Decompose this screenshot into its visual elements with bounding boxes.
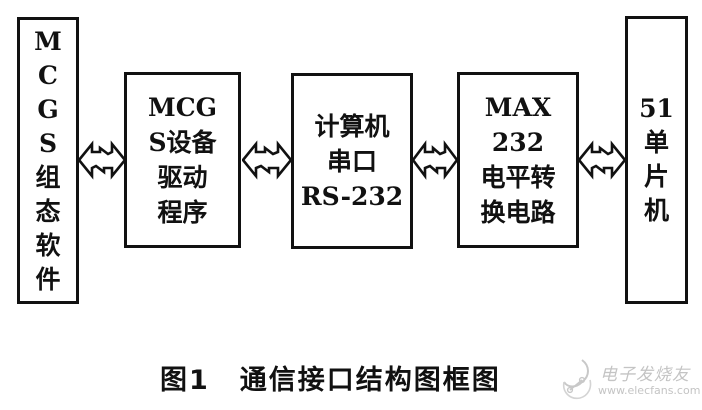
watermark: 电子发烧友 www.elecfans.com	[560, 356, 700, 406]
figure-title: 通信接口结构图框图	[239, 365, 501, 396]
bidirectional-arrow-icon	[78, 140, 126, 180]
block-mcgs-software: M C G S 组 态 软 件	[17, 17, 79, 304]
block-max232-converter: MAX 232 电平转 换电路	[457, 72, 579, 248]
bidirectional-arrow-icon	[412, 140, 458, 180]
block-mcu-51: 51 单 片 机	[625, 16, 688, 304]
block-pc-serial-port: 计算机 串口 RS-232	[291, 73, 413, 249]
watermark-name: 电子发烧友	[600, 365, 690, 385]
block-label-line: 组	[35, 162, 61, 192]
block-label-line: 换电路	[480, 198, 556, 227]
block-label-line: S设备	[148, 128, 217, 157]
block-label-line: M	[34, 26, 62, 56]
block-label-line: S	[38, 128, 58, 158]
elecfans-logo-icon	[562, 359, 592, 400]
block-label-line: 232	[491, 128, 545, 157]
block-label-line: 单	[643, 128, 669, 157]
block-mcgs-driver: MCG S设备 驱动 程序	[124, 72, 241, 248]
block-label-line: G	[37, 94, 59, 124]
watermark-url: www.elecfans.com	[598, 384, 701, 397]
block-label-line: 机	[643, 196, 669, 225]
bidirectional-arrow-icon	[578, 140, 626, 180]
figure-number: 图1	[160, 365, 210, 396]
block-label-line: C	[38, 60, 58, 90]
figure-caption: 图1 通信接口结构图框图	[160, 358, 501, 397]
block-label-line: 软	[35, 230, 61, 260]
block-label-line: 件	[35, 264, 61, 294]
block-label-line: 计算机	[314, 111, 390, 141]
block-label-line: 串口	[326, 146, 377, 176]
block-label-line: 态	[35, 196, 61, 226]
block-label-line: 片	[643, 162, 669, 191]
block-label-line: 51	[639, 94, 674, 123]
block-label-line: 电平转	[480, 163, 556, 192]
block-label-line: 程序	[157, 198, 208, 227]
bidirectional-arrow-icon	[242, 140, 292, 180]
block-label-line: MCG	[148, 93, 217, 122]
block-label-line: RS-232	[300, 181, 404, 211]
block-label-line: MAX	[484, 93, 552, 122]
block-label-line: 驱动	[157, 163, 208, 192]
